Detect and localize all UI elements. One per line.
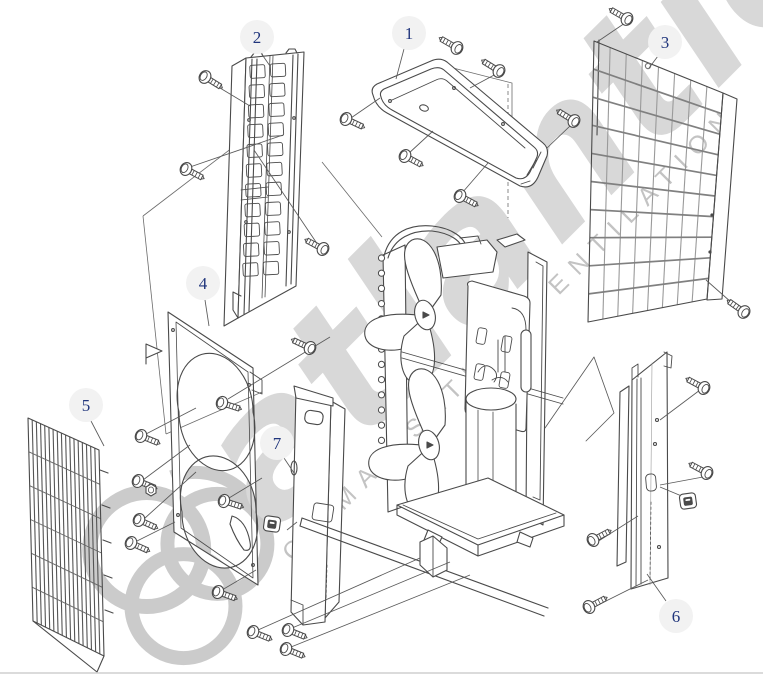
callout-4-number: 4 xyxy=(199,274,208,293)
callouts: 1 2 3 4 5 6 7 xyxy=(69,16,693,633)
leader-lines xyxy=(136,22,741,648)
callout-6-number: 6 xyxy=(672,607,681,626)
part-wire-guard-grille xyxy=(587,39,738,323)
base-rail xyxy=(299,517,549,617)
rubber-grommet xyxy=(678,491,698,511)
callout-2: 2 xyxy=(240,20,274,67)
part-front-corner-panel xyxy=(290,385,346,626)
central-chassis-assembly xyxy=(364,225,615,557)
part-top-cover xyxy=(371,58,549,188)
base-pan xyxy=(396,477,565,557)
callout-1: 1 xyxy=(392,16,426,80)
callout-1-number: 1 xyxy=(405,24,414,43)
fan-propeller-upper xyxy=(364,238,442,385)
callout-3-number: 3 xyxy=(661,33,670,52)
callout-5-number: 5 xyxy=(82,396,91,415)
callout-3: 3 xyxy=(648,25,682,69)
callout-5: 5 xyxy=(69,388,105,447)
part-side-vent-panel xyxy=(223,48,305,327)
callout-2-number: 2 xyxy=(253,28,262,47)
part-rear-side-panel xyxy=(616,351,673,590)
callout-6: 6 xyxy=(646,573,693,633)
part-slat-grille xyxy=(27,417,114,673)
callout-7-number: 7 xyxy=(273,434,282,453)
callout-4: 4 xyxy=(186,266,220,327)
callout-7: 7 xyxy=(260,426,295,474)
rubber-grommet xyxy=(262,514,282,534)
